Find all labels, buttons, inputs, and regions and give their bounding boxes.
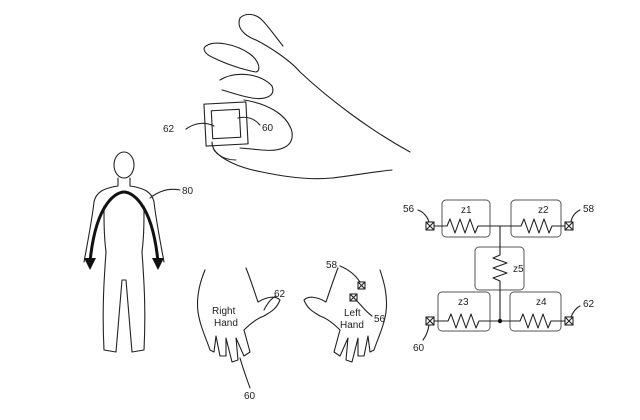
z2-box <box>510 199 562 238</box>
z1-label: z1 <box>461 205 472 216</box>
z4-label: z4 <box>536 297 547 308</box>
leader-62 <box>263 295 277 311</box>
label-sensor-inner: 60 <box>262 123 274 134</box>
terminal-label-60: 60 <box>413 343 425 354</box>
right-hand-label-top: 62 <box>274 289 286 300</box>
z3-label: z3 <box>458 297 469 308</box>
impedance-circuit <box>417 199 581 341</box>
left-hand-electrodes <box>339 265 373 317</box>
right-hand-text-1: Right <box>212 306 236 317</box>
left-hand-text-2: Hand <box>340 320 364 331</box>
left-hand-label-bottom: 56 <box>374 314 386 325</box>
z5-label: z5 <box>513 264 524 275</box>
signal-path-arrow <box>84 188 181 270</box>
label-path: 80 <box>182 186 194 197</box>
leader-60 <box>239 357 251 389</box>
z4-box <box>509 291 562 332</box>
left-hand-label-top: 58 <box>326 260 338 271</box>
z2-label: z2 <box>538 205 549 216</box>
z3-box <box>437 291 491 332</box>
label-sensor-outer: 62 <box>163 124 175 135</box>
right-hand-text-2: Hand <box>214 318 238 329</box>
left-hand-text-1: Left <box>344 308 361 319</box>
terminal-icons <box>425 221 574 326</box>
pinched-sensor <box>185 101 261 147</box>
terminal-label-56: 56 <box>403 204 415 215</box>
left-hand <box>303 267 388 363</box>
terminal-label-62: 62 <box>583 299 595 310</box>
terminal-label-58: 58 <box>583 204 595 215</box>
right-hand <box>196 267 281 363</box>
pinching-hand <box>203 13 411 180</box>
z1-box <box>441 199 491 238</box>
human-body <box>83 151 165 353</box>
right-hand-label-bottom: 60 <box>244 391 256 402</box>
